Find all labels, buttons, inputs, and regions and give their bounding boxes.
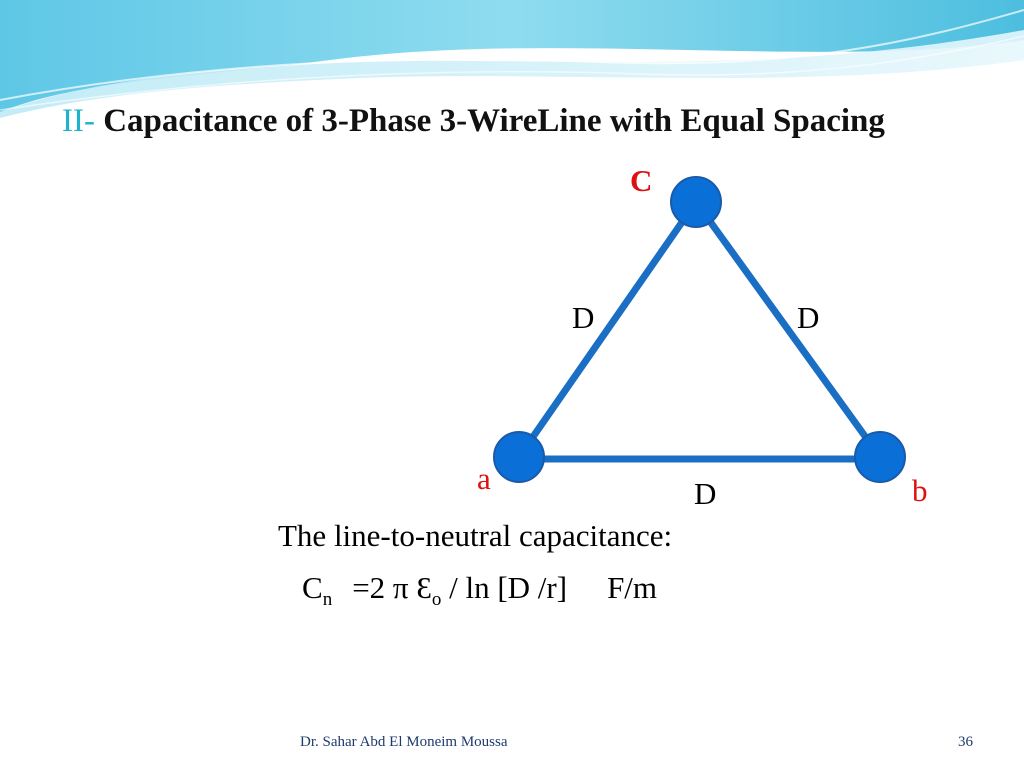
node-label-a: a (477, 461, 491, 496)
formula-unit: F/m (607, 570, 658, 605)
formula-subscript: n (322, 589, 333, 611)
formula-symbol: C (302, 570, 323, 605)
header-wave-decoration (0, 0, 1024, 118)
footer-author: Dr. Sahar Abd El Moneim Moussa (300, 734, 508, 750)
capacitance-formula: Cn =2 π Ɛo / ln [D /r] F/m (302, 570, 657, 611)
node-c (670, 176, 722, 228)
formula-rest: / ln [D /r] (449, 570, 568, 605)
page-number: 36 (958, 734, 973, 750)
formula-expression: =2 π Ɛ (352, 570, 432, 605)
edge-label-cb: D (797, 300, 820, 335)
edge-c-b (692, 198, 884, 461)
edge-c-a (515, 198, 700, 461)
edge-label-ca: D (572, 300, 595, 335)
title-prefix: II- (62, 103, 95, 139)
title-text: Capacitance of 3-Phase 3-WireLine with E… (94, 103, 885, 139)
node-a (493, 431, 545, 483)
slide-title: II- Capacitance of 3-Phase 3-WireLine wi… (62, 100, 962, 142)
node-label-b: b (912, 473, 928, 508)
node-label-c: C (630, 163, 653, 198)
node-b (854, 431, 906, 483)
formula-eps-subscript: o (431, 589, 442, 611)
edge-label-ab: D (694, 476, 717, 511)
caption-text: The line-to-neutral capacitance: (278, 518, 673, 553)
